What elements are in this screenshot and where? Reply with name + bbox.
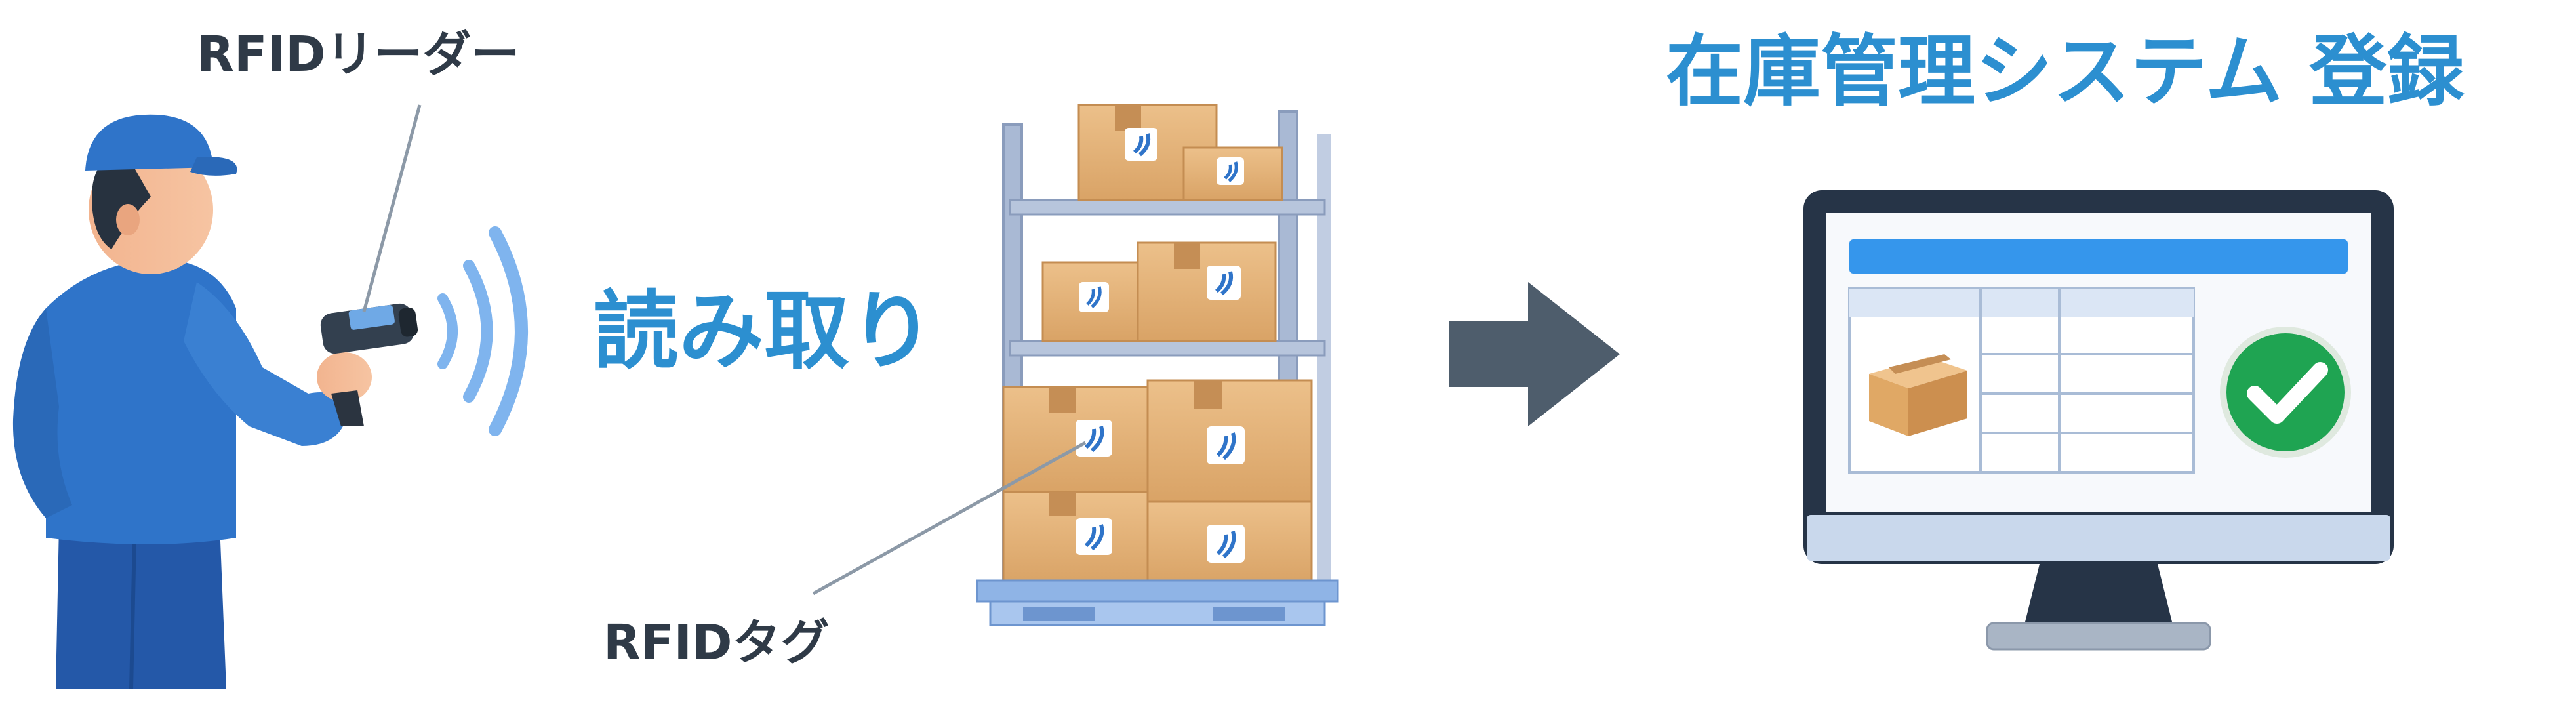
worker-right-arm	[184, 282, 348, 446]
monitor-stand	[2023, 564, 2174, 630]
rfid-reader-device	[320, 303, 418, 426]
box	[1146, 500, 1313, 585]
worker-left-arm	[12, 308, 72, 518]
system-title: 在庫管理システム 登録	[1666, 26, 2465, 117]
reader-label: RFIDリーダー	[197, 26, 520, 83]
box	[1146, 379, 1313, 503]
screen-header-bar	[1849, 239, 2348, 274]
worker-pants	[56, 525, 226, 689]
tag-label: RFIDタグ	[603, 615, 830, 671]
right-arrow-icon	[1449, 282, 1620, 426]
box-icon	[1869, 354, 1967, 436]
monitor-base	[1986, 622, 2211, 651]
worker-cap	[85, 114, 213, 171]
box	[1182, 146, 1283, 201]
reader-leader-line	[362, 104, 422, 312]
read-action-label: 読み取り	[594, 281, 935, 381]
worker-hand	[317, 352, 372, 402]
pallet	[976, 579, 1339, 626]
rfid-signal-waves-icon	[437, 226, 528, 436]
inventory-table	[1848, 287, 2195, 474]
checkmark-circle-icon	[2220, 327, 2351, 458]
box	[1137, 241, 1277, 342]
computer-monitor	[1803, 190, 2394, 651]
warehouse-worker	[12, 114, 372, 689]
box	[1002, 491, 1149, 585]
tag-leader-line	[812, 441, 1087, 596]
box	[1041, 261, 1139, 342]
